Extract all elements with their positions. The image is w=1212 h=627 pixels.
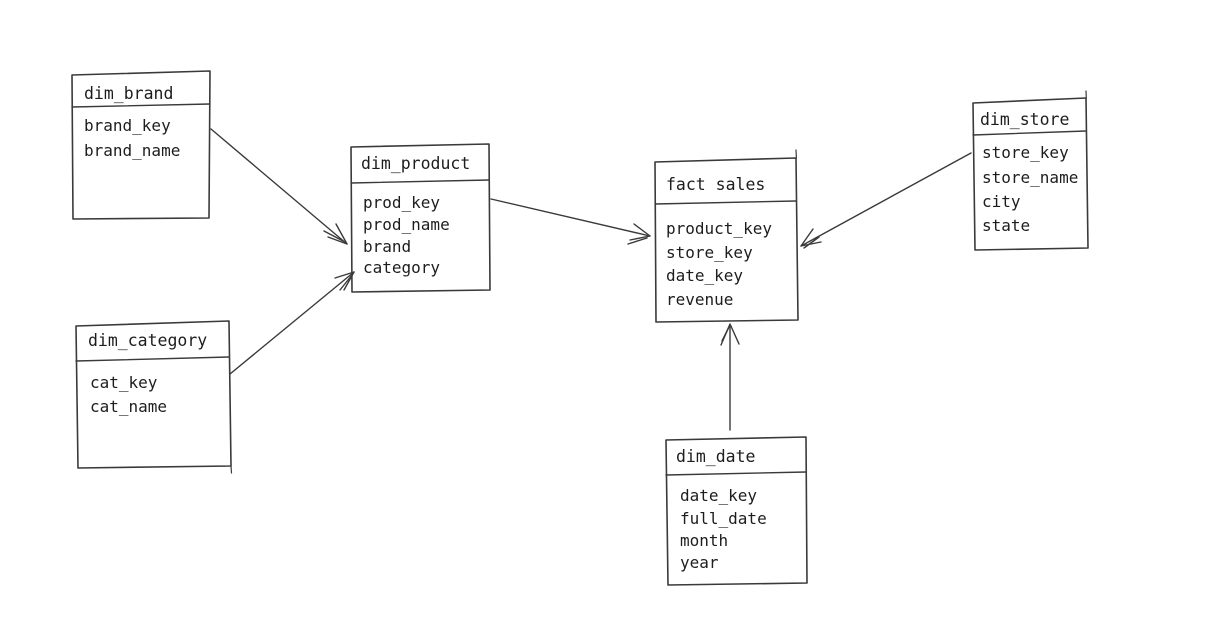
entity-title: dim_category (88, 331, 207, 350)
entity-title: dim_date (676, 447, 755, 466)
field-brand-name: brand_name (84, 141, 180, 160)
entity-dim-brand: dim_brand brand_key brand_name (71, 70, 211, 220)
field-state: state (982, 216, 1030, 235)
arrow-dim-product-to-fact-sales (490, 198, 651, 245)
entity-header-divider (75, 356, 230, 362)
field-prod-key: prod_key (363, 193, 440, 212)
entity-dim-category: dim_category cat_key cat_name (75, 320, 233, 474)
arrowhead-icon (327, 223, 348, 245)
field-cat-name: cat_name (90, 397, 167, 416)
entity-dim-store: dim_store store_key store_name city stat… (972, 90, 1089, 251)
arrowhead-sketch-stroke (339, 274, 353, 291)
arrowhead-icon (334, 271, 355, 291)
field-store-key: store_key (666, 243, 753, 262)
arrowhead-icon (800, 228, 822, 247)
entity-dim-date: dim_date date_key full_date month year (665, 436, 808, 586)
arrowhead-sketch-stroke (323, 230, 344, 242)
entity-title: fact sales (666, 175, 765, 194)
arrow-shaft (229, 271, 355, 375)
field-brand-key: brand_key (84, 116, 171, 135)
field-store-key: store_key (982, 143, 1069, 162)
field-cat-key: cat_key (90, 373, 158, 392)
entity-header-divider (71, 103, 211, 108)
field-prod-name: prod_name (363, 215, 450, 234)
arrow-dim-store-to-fact-sales (800, 152, 972, 249)
field-product-key: product_key (666, 219, 772, 238)
entity-title: dim_store (980, 110, 1069, 129)
sketch-overshoot (230, 465, 233, 474)
arrow-shaft (800, 152, 972, 247)
entity-title: dim_product (361, 154, 470, 173)
field-month: month (680, 531, 728, 550)
entity-box (665, 436, 808, 586)
arrow-dim-date-to-fact-sales (720, 323, 740, 431)
field-revenue: revenue (666, 290, 733, 309)
entity-box (350, 143, 491, 293)
arrow-shaft (490, 198, 651, 237)
entity-header-divider (972, 130, 1087, 136)
field-brand: brand (363, 237, 411, 256)
field-date-key: date_key (666, 266, 743, 285)
arrowhead-sketch-stroke (803, 236, 820, 249)
arrowhead-sketch-stroke (721, 326, 730, 342)
entity-title: dim_brand (84, 84, 173, 103)
entity-box (71, 70, 211, 220)
field-date-key: date_key (680, 486, 757, 505)
entity-box (972, 97, 1089, 251)
entity-header-divider (654, 200, 797, 205)
field-year: year (680, 553, 719, 572)
entity-header-divider (665, 471, 807, 476)
arrow-dim-category-to-dim-product (229, 271, 355, 375)
field-category: category (363, 258, 440, 277)
arrow-dim-brand-to-dim-product (210, 128, 348, 245)
arrowhead-icon (629, 223, 651, 241)
arrowhead-sketch-stroke (627, 237, 648, 245)
arrow-shaft (210, 128, 348, 245)
field-store-name: store_name (982, 168, 1078, 187)
entity-box (654, 157, 799, 323)
entity-header-divider (350, 179, 490, 184)
field-full-date: full_date (680, 509, 767, 528)
entity-dim-product: dim_product prod_key prod_name brand cat… (350, 143, 491, 293)
entity-fact-sales: fact sales product_key store_key date_ke… (654, 149, 799, 323)
field-city: city (982, 192, 1021, 211)
